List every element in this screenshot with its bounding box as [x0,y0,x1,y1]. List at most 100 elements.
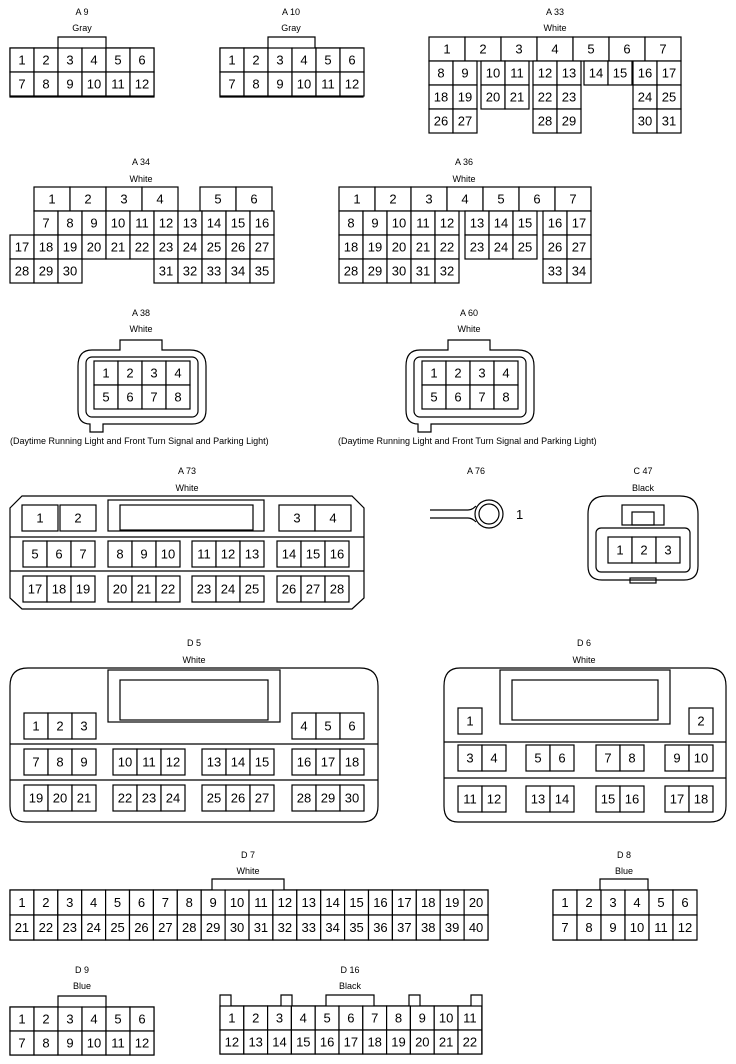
connector-a73-lock-inner [119,504,254,531]
pin-cavity [249,234,275,260]
pin-number: 18 [367,1035,381,1050]
pin-number: 12 [135,1036,149,1051]
pin-cavity [70,575,96,603]
pin-number: 9 [66,77,73,92]
pin-number: 13 [207,755,221,770]
pin-number: 33 [207,264,221,279]
pin-cavity [338,186,376,212]
pin-number: 21 [137,582,151,597]
pin-cavity [291,71,317,97]
pin-number: 15 [349,895,363,910]
pin-cavity [338,234,364,260]
pin-cavity [153,234,179,260]
connector-d16-color: Black [339,981,362,991]
pin-number: 12 [225,1035,239,1050]
pin-number: 25 [518,240,532,255]
pin-number: 17 [28,582,42,597]
pin-cavity [105,71,131,97]
pin-cavity [129,47,155,73]
pin-cavity [339,748,365,776]
pin-number: 24 [494,240,508,255]
pin-cavity [688,785,714,813]
pin-number: 27 [158,920,172,935]
pin-number: 6 [55,547,62,562]
pin-number: 5 [657,895,664,910]
pin-cavity [339,784,365,812]
pin-number: 9 [673,751,680,766]
pin-cavity [201,210,227,236]
pin-number: 4 [90,1012,97,1027]
pin-number: 3 [478,366,485,381]
pin-number: 14 [494,216,508,231]
pin-number: 2 [585,895,592,910]
pin-cavity [33,1030,59,1056]
pin-cavity [136,748,162,776]
connector-d9-name: D 9 [75,965,89,975]
pin-number: 31 [662,114,676,129]
pin-number: 18 [434,90,448,105]
pin-cavity [576,889,602,916]
pin-number: 35 [255,264,269,279]
connector-d6-lock-inner [511,679,659,721]
pin-number: 9 [276,77,283,92]
pin-number: 8 [585,920,592,935]
pin-cavity [542,258,568,284]
pin-number: 5 [324,53,331,68]
pin-number: 1 [18,53,25,68]
pin-cavity [249,210,275,236]
pin-cavity [191,575,217,603]
pin-number: 23 [63,920,77,935]
pin-number: 11 [197,547,211,562]
connector-d5-lock-inner [119,679,269,721]
pin-cavity [141,186,179,212]
pin-cavity [619,785,645,813]
pin-number: 3 [66,895,73,910]
pin-number: 3 [276,53,283,68]
pin-number: 6 [454,390,461,405]
pin-number: 25 [110,920,124,935]
pin-number: 22 [538,90,552,105]
pin-number: 1 [353,192,360,207]
pin-number: 18 [344,240,358,255]
pin-number: 9 [461,66,468,81]
pin-number: 5 [214,192,221,207]
pin-number: 13 [562,66,576,81]
pin-cavity [532,60,558,86]
pin-number: 25 [245,582,259,597]
pin-number: 3 [466,751,473,766]
ring-terminal-icon [474,499,504,529]
pin-cavity [315,71,341,97]
pin-number: 8 [174,390,181,405]
pin-cavity [21,504,59,532]
pin-cavity [481,785,507,813]
pin-number: 8 [66,216,73,231]
pin-number: 5 [534,751,541,766]
connector-a10-name: A 10 [282,7,300,17]
pin-number: 1 [228,53,235,68]
connector-a38-housing [77,339,207,433]
pin-number: 6 [533,192,540,207]
pin-number: 2 [389,192,396,207]
pin-number: 7 [228,77,235,92]
pin-number: 2 [697,714,704,729]
pin-number: 10 [87,1036,101,1051]
pin-cavity [452,108,478,134]
connector-c47-color: Black [632,483,655,493]
pin-number: 9 [66,1036,73,1051]
pin-number: 11 [135,216,149,231]
pin-cavity [339,712,365,740]
pin-number: 10 [230,895,244,910]
pin-cavity [239,575,265,603]
pin-number: 5 [31,547,38,562]
pin-cavity [664,744,690,772]
connector-a76: A 76 1 [430,466,523,529]
connector-a10-color: Gray [281,23,301,33]
pin-number: 20 [486,90,500,105]
pin-number: 28 [538,114,552,129]
pin-number: 6 [348,53,355,68]
